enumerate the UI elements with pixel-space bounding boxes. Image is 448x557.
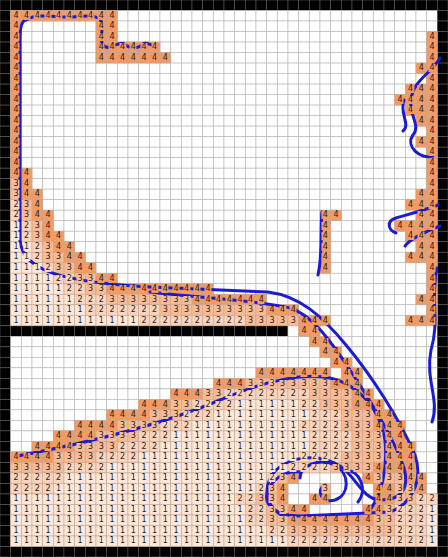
map-stage: 4444444444444444444444444444444444444444…	[0, 0, 448, 557]
